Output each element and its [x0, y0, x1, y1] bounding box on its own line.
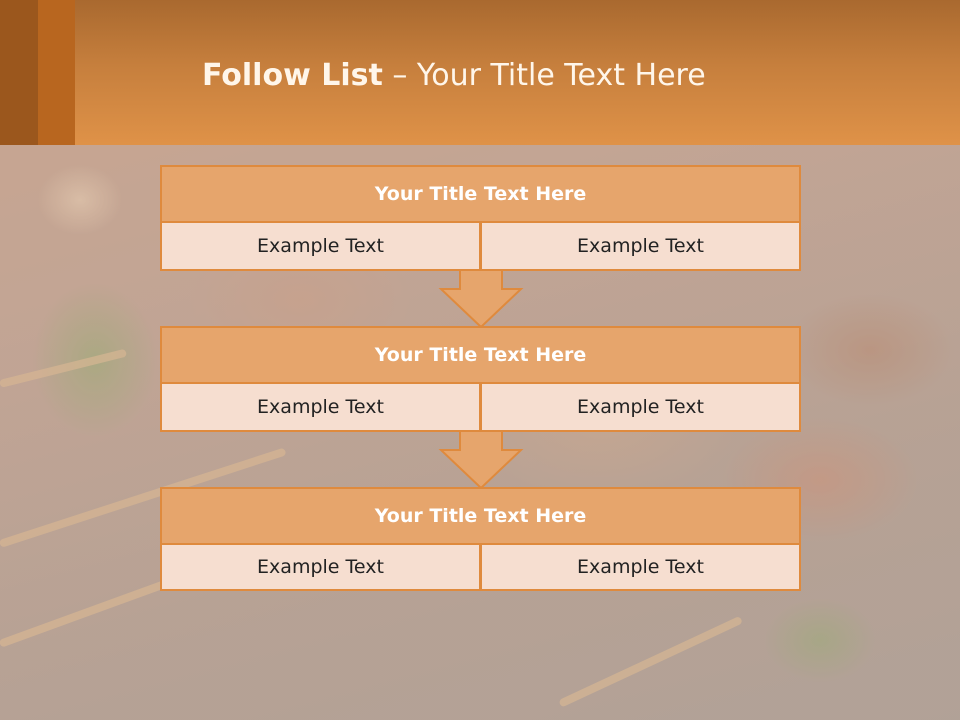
header-accent-bar: [38, 0, 75, 145]
block-cell-left: Example Text: [160, 543, 481, 591]
block-cell-left: Example Text: [160, 382, 481, 432]
down-arrow-icon: [438, 430, 524, 490]
slide-title-bold: Follow List: [202, 58, 383, 93]
down-arrow-icon: [438, 269, 524, 329]
header-accent-bar: [0, 0, 38, 145]
block-title: Your Title Text Here: [160, 326, 801, 384]
block-title: Your Title Text Here: [160, 165, 801, 223]
slide-title-rest: – Your Title Text Here: [382, 58, 706, 93]
block-cell-right: Example Text: [480, 221, 801, 271]
slide-title: Follow List – Your Title Text Here: [202, 56, 706, 96]
block-cell-right: Example Text: [480, 382, 801, 432]
header-band: Follow List – Your Title Text Here: [0, 0, 960, 145]
block-title: Your Title Text Here: [160, 487, 801, 545]
block-cell-right: Example Text: [480, 543, 801, 591]
block-cell-left: Example Text: [160, 221, 481, 271]
